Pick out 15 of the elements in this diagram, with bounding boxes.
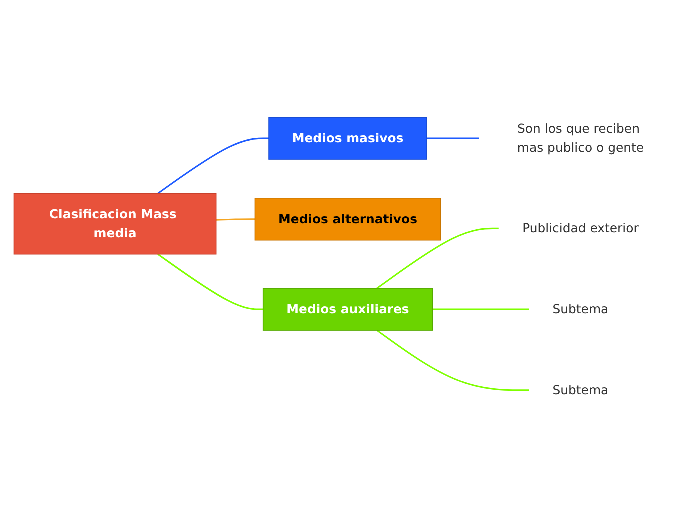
node-text: Subtema xyxy=(552,382,609,398)
connector xyxy=(158,138,270,195)
node-box: Clasificacion Mass media xyxy=(14,194,217,255)
node-box: Medios auxiliares xyxy=(262,288,434,332)
node-text: Subtema xyxy=(552,302,609,317)
connector xyxy=(427,138,480,140)
connector xyxy=(376,228,500,290)
connector xyxy=(158,254,264,311)
connector xyxy=(216,218,256,222)
node-box: Medios masivos xyxy=(268,117,428,160)
node-text: Son los que reciben mas publico o gente xyxy=(517,122,644,156)
node-text: Publicidad exterior xyxy=(522,221,639,236)
node-box: Medios alternativos xyxy=(254,198,442,241)
connector xyxy=(376,330,530,392)
connector xyxy=(432,308,530,311)
